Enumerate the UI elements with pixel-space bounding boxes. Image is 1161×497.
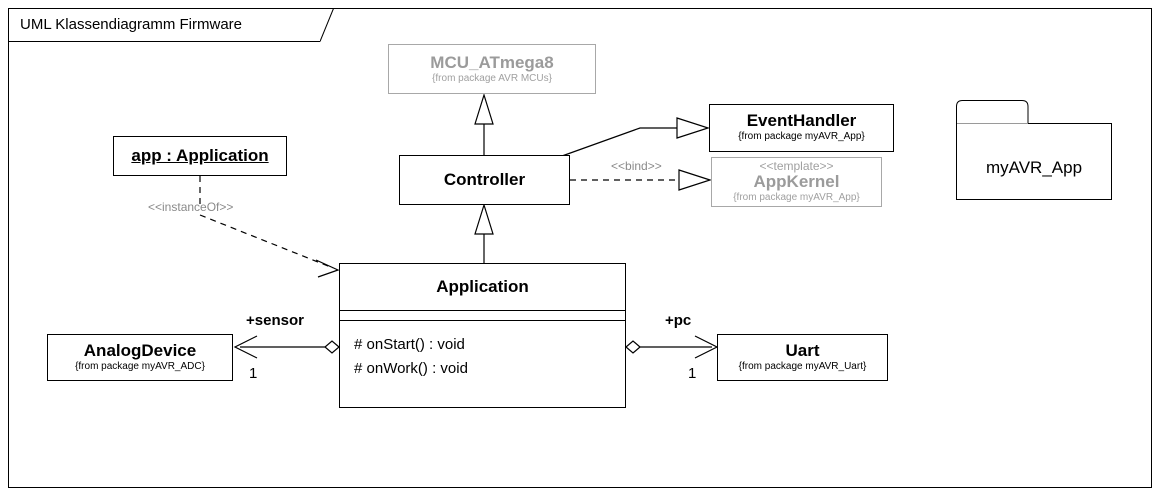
class-stereotype-appkernel: <<template>> bbox=[759, 159, 834, 173]
class-name-controller: Controller bbox=[443, 170, 526, 189]
class-appkernel[interactable]: <<template>> AppKernel {from package myA… bbox=[711, 157, 882, 207]
class-application[interactable]: Application # onStart() : void # onWork(… bbox=[339, 263, 626, 408]
class-controller[interactable]: Controller bbox=[399, 155, 570, 205]
diagram-title-tab-clip-icon bbox=[320, 8, 334, 42]
class-from-uart: {from package myAVR_Uart} bbox=[738, 361, 867, 372]
edge-label-instanceof: <<instanceOf>> bbox=[148, 200, 234, 214]
class-from-eventhandler: {from package myAVR_App} bbox=[738, 131, 865, 142]
edge-label-bind: <<bind>> bbox=[611, 159, 662, 173]
class-from-appkernel: {from package myAVR_App} bbox=[733, 192, 860, 203]
association-multiplicity-sensor: 1 bbox=[249, 365, 258, 382]
association-role-sensor: +sensor bbox=[246, 312, 304, 329]
object-name-app-application: app : Application bbox=[131, 146, 269, 165]
class-from-analogdevice: {from package myAVR_ADC} bbox=[75, 361, 205, 372]
package-label: myAVR_App bbox=[985, 158, 1083, 177]
object-app-application[interactable]: app : Application bbox=[113, 136, 287, 176]
class-operation: # onStart() : void bbox=[354, 336, 465, 353]
class-name-application: Application bbox=[436, 277, 529, 296]
diagram-title: UML Klassendiagramm Firmware bbox=[20, 16, 242, 33]
class-uart[interactable]: Uart {from package myAVR_Uart} bbox=[717, 334, 888, 381]
class-name-uart: Uart bbox=[785, 341, 820, 360]
class-application-operation-compartment: # onStart() : void # onWork() : void bbox=[340, 321, 625, 381]
association-role-pc: +pc bbox=[665, 312, 692, 329]
package-folder-icon bbox=[956, 100, 1112, 200]
class-operation: # onWork() : void bbox=[354, 360, 468, 377]
class-eventhandler[interactable]: EventHandler {from package myAVR_App} bbox=[709, 104, 894, 152]
class-from-mcu-atmega8: {from package AVR MCUs} bbox=[432, 73, 552, 84]
class-name-mcu-atmega8: MCU_ATmega8 bbox=[430, 53, 554, 72]
class-name-analogdevice: AnalogDevice bbox=[83, 341, 197, 360]
class-analogdevice[interactable]: AnalogDevice {from package myAVR_ADC} bbox=[47, 334, 233, 381]
class-mcu-atmega8[interactable]: MCU_ATmega8 {from package AVR MCUs} bbox=[388, 44, 596, 94]
class-application-name-compartment: Application bbox=[340, 264, 625, 311]
class-name-eventhandler: EventHandler bbox=[746, 111, 857, 130]
package-myavr-app[interactable]: myAVR_App bbox=[956, 100, 1112, 200]
association-multiplicity-pc: 1 bbox=[688, 365, 697, 382]
diagram-title-tab bbox=[8, 8, 320, 42]
class-application-attribute-compartment bbox=[340, 311, 625, 321]
class-name-appkernel: AppKernel bbox=[753, 172, 840, 191]
